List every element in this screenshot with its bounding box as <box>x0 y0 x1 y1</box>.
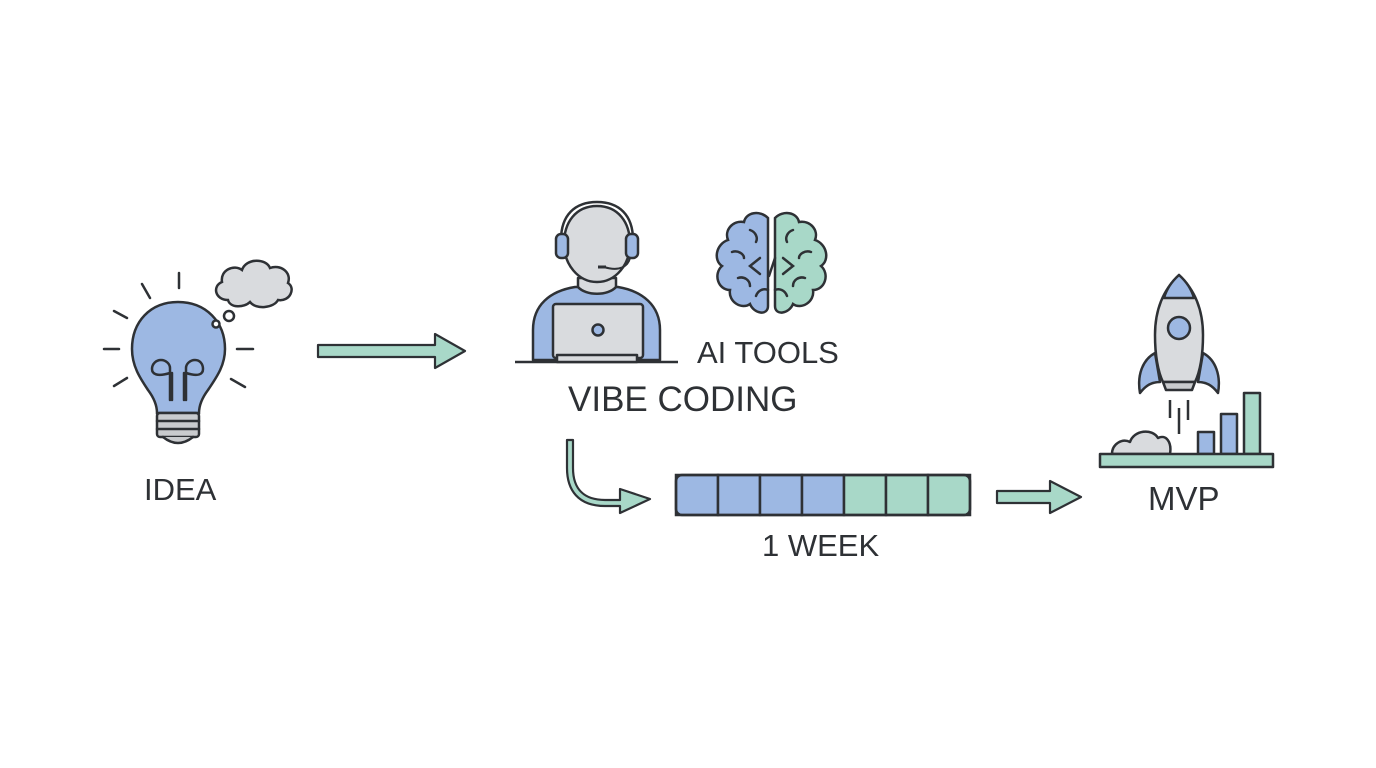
timeline-segment <box>842 473 888 517</box>
arrow-week-to-mvp <box>995 479 1083 515</box>
rocket-launch-icon <box>1098 273 1275 469</box>
brain-code-icon <box>715 211 828 314</box>
node-label-week: 1 WEEK <box>762 528 880 563</box>
timeline-segment <box>758 473 804 517</box>
developer-with-headset-icon <box>515 200 678 364</box>
lightbulb-icon <box>102 259 293 445</box>
timeline-segment <box>926 473 972 517</box>
arrow-vibe-to-week <box>565 438 652 515</box>
timeline-segment <box>884 473 930 517</box>
node-label-idea: IDEA <box>144 472 217 507</box>
timeline-segment <box>674 473 720 517</box>
timeline-segment <box>716 473 762 517</box>
node-label-ai-tools: AI TOOLS <box>697 335 839 370</box>
timeline-bar <box>674 473 972 517</box>
arrow-idea-to-vibe <box>316 332 467 370</box>
timeline-segment <box>800 473 846 517</box>
node-label-vibe-coding: VIBE CODING <box>568 380 798 419</box>
node-label-mvp: MVP <box>1148 480 1220 517</box>
